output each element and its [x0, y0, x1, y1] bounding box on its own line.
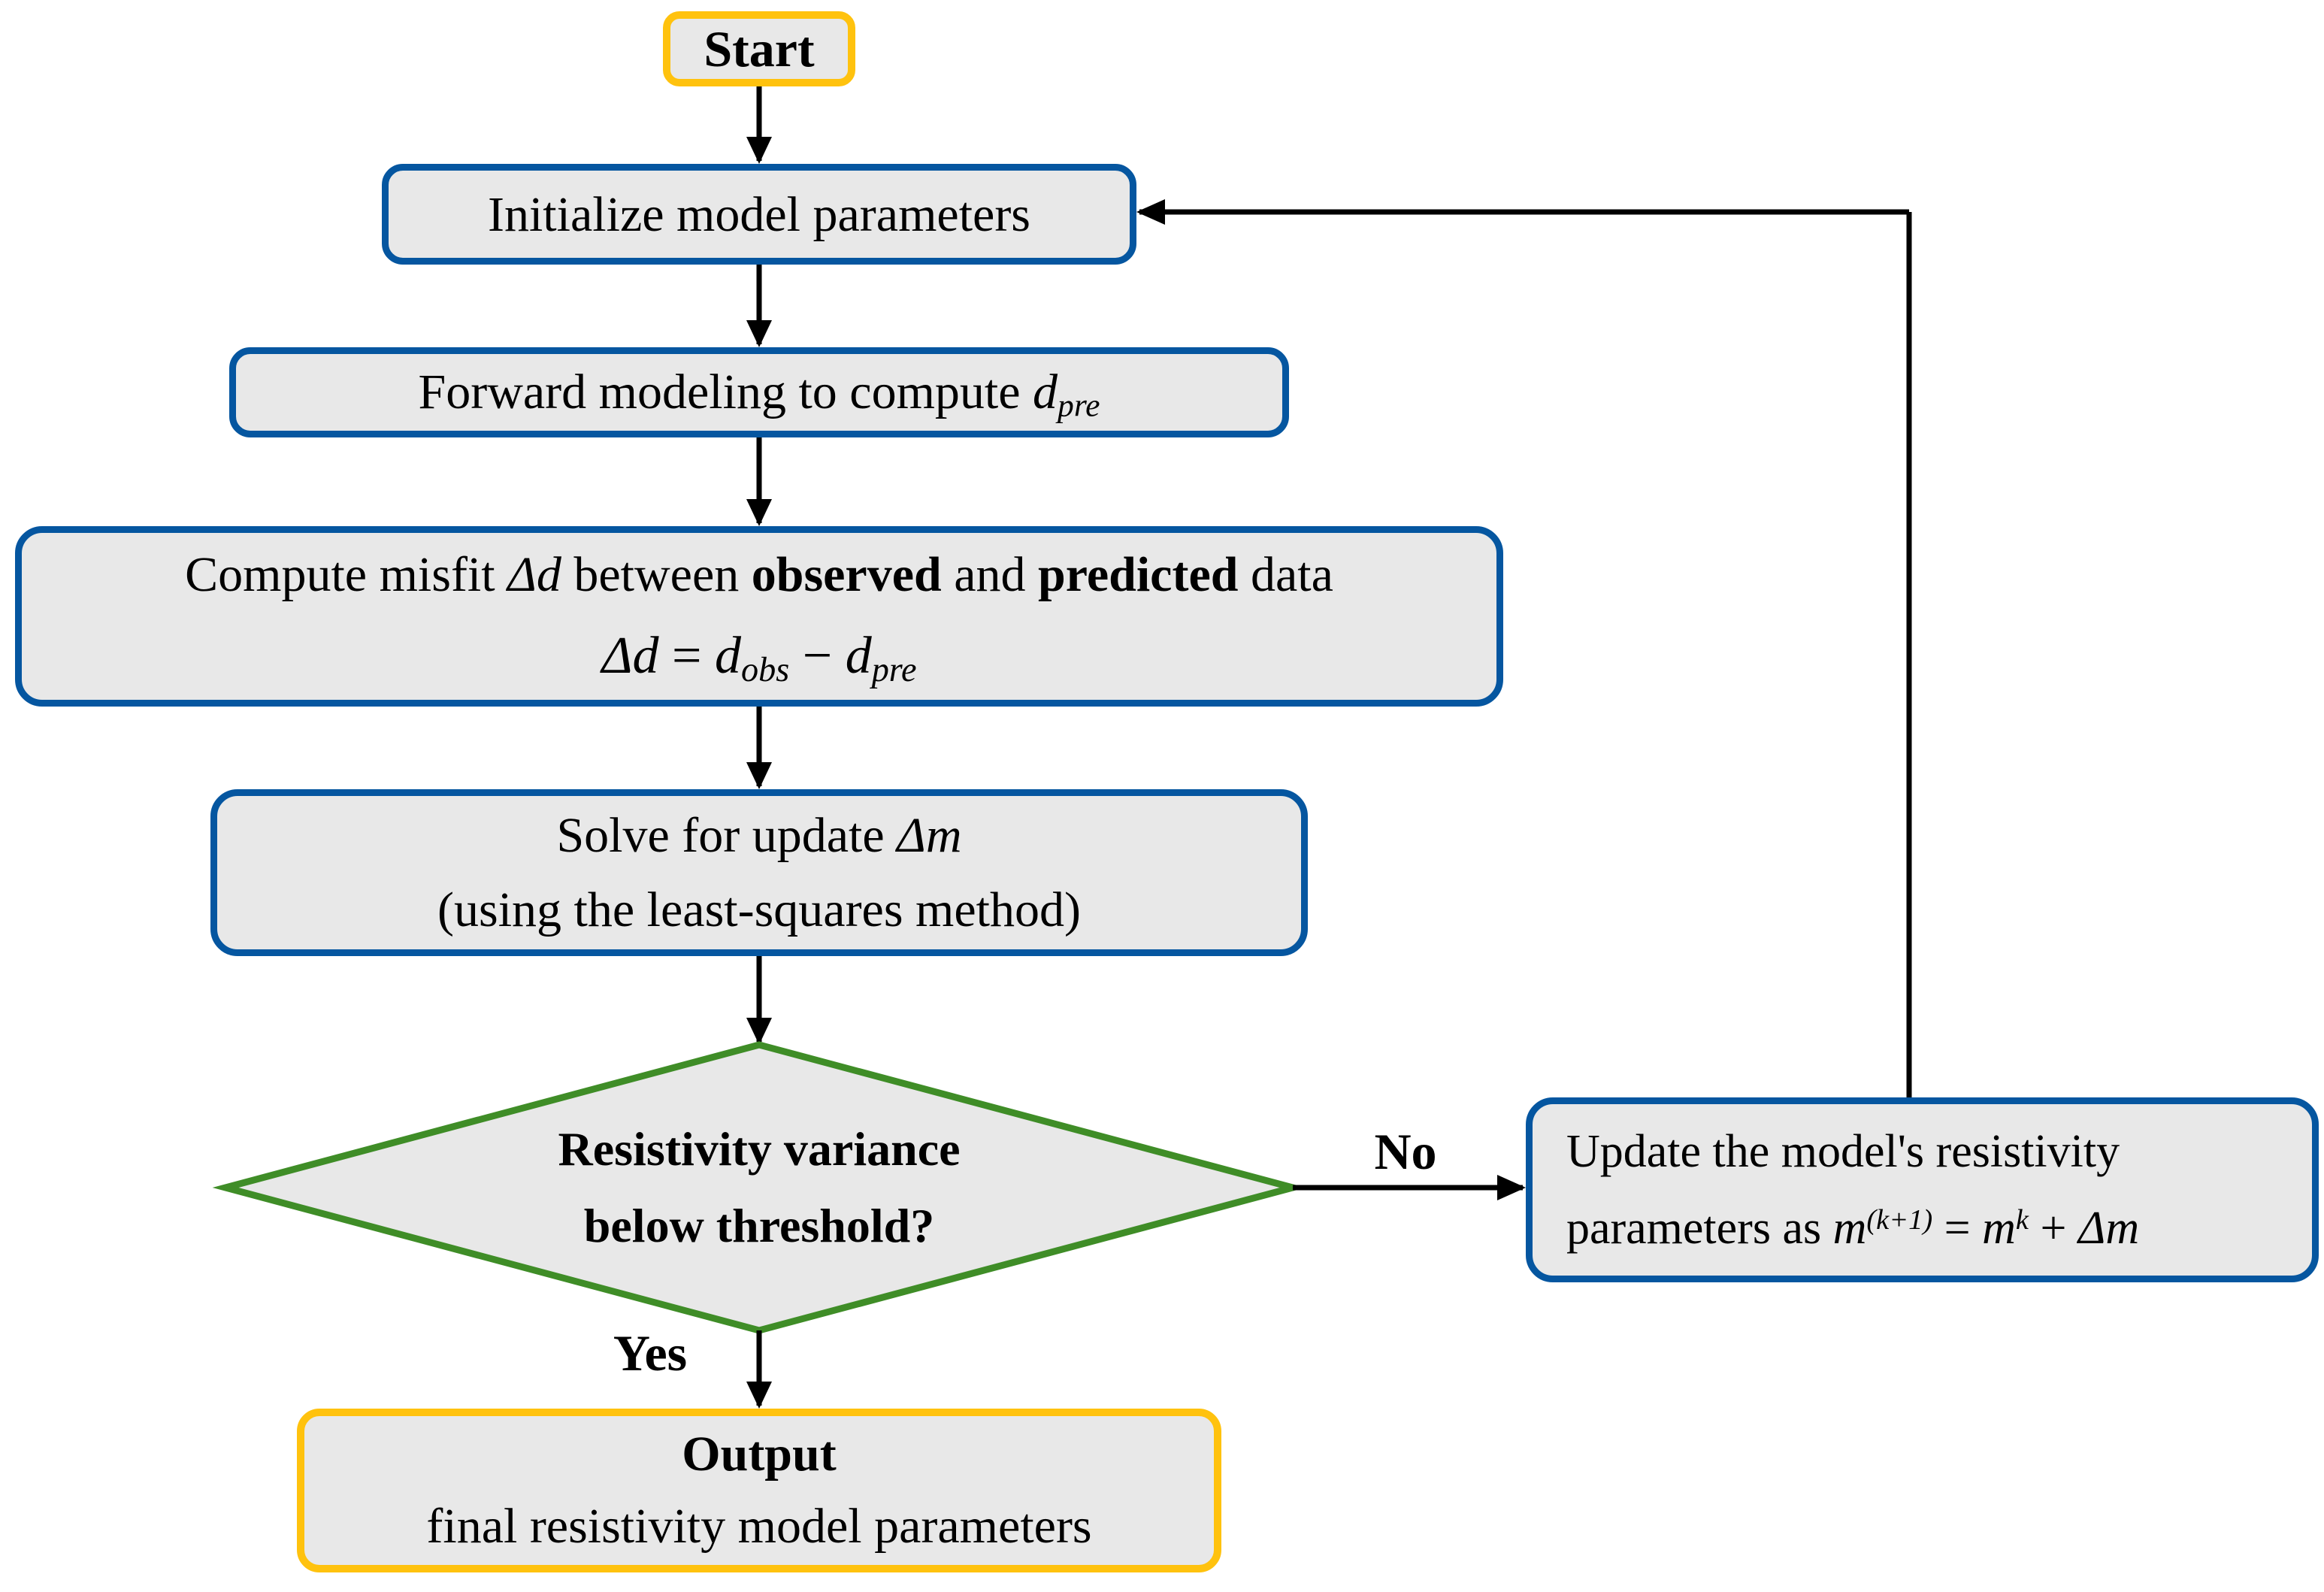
output-title: Output	[682, 1427, 837, 1482]
formula-d-obs: d	[715, 626, 742, 685]
solve-text: Solve for update	[556, 808, 897, 863]
arrowhead-solve-decision	[746, 1018, 772, 1045]
node-initialize: Initialize model parameters	[382, 164, 1136, 265]
forward-modeling-text: Forward modeling to compute dpre	[419, 355, 1100, 431]
solve-delta-m: Δm	[897, 808, 962, 863]
update-plus: +	[2028, 1203, 2078, 1254]
node-decision: Resistivity variance below threshold?	[225, 1045, 1293, 1330]
forward-var-subscript: pre	[1058, 387, 1100, 424]
misfit-sentence: Compute misfit Δd between observed and p…	[185, 537, 1333, 612]
start-label: Start	[704, 20, 815, 77]
formula-d-pre: d	[845, 626, 872, 685]
update-sup-k1: (k+1)	[1866, 1203, 1933, 1236]
node-output: Output final resistivity model parameter…	[297, 1409, 1221, 1572]
edge-label-yes: Yes	[613, 1324, 688, 1382]
misfit-delta-d: Δd	[507, 546, 561, 602]
misfit-text-2: between	[561, 546, 752, 602]
node-solve-update: Solve for update Δm (using the least-squ…	[210, 789, 1308, 956]
misfit-text-4: data	[1238, 546, 1333, 602]
formula-sub-pre: pre	[871, 649, 917, 689]
node-update-parameters: Update the model's resistivity parameter…	[1526, 1097, 2319, 1282]
update-equals: =	[1932, 1203, 1983, 1254]
solve-line-2: (using the least-squares method)	[437, 882, 1081, 937]
solve-line-1: Solve for update Δm	[556, 798, 961, 873]
decision-line-2: below threshold?	[583, 1199, 935, 1252]
update-m-k1: m	[1832, 1203, 1867, 1254]
misfit-text-1: Compute misfit	[185, 546, 508, 602]
decision-line-1: Resistivity variance	[558, 1121, 961, 1176]
arrowhead-decision-update	[1497, 1175, 1526, 1200]
initialize-label: Initialize model parameters	[487, 186, 1030, 242]
arrowhead-decision-output	[746, 1382, 772, 1409]
formula-lhs: Δd	[601, 626, 659, 685]
misfit-observed-bold: observed	[751, 546, 942, 602]
arrowhead-forward-misfit	[746, 499, 772, 526]
arrowhead-initialize-forward	[746, 320, 772, 347]
edge-label-no: No	[1374, 1123, 1437, 1180]
update-sup-k: k	[2015, 1203, 2029, 1236]
output-line-2: final resistivity model parameters	[426, 1499, 1092, 1554]
node-compute-misfit: Compute misfit Δd between observed and p…	[15, 526, 1503, 707]
arrowhead-feedback-initialize	[1136, 199, 1165, 225]
node-start: Start	[663, 11, 855, 86]
formula-sub-obs: obs	[741, 649, 790, 689]
update-line-1: Update the model's resistivity	[1566, 1125, 2120, 1177]
arrowhead-misfit-solve	[746, 762, 772, 789]
misfit-predicted-bold: predicted	[1038, 546, 1239, 602]
update-text: parameters as	[1566, 1203, 1833, 1254]
formula-equals: =	[658, 626, 716, 685]
forward-text: Forward modeling to compute	[418, 364, 1033, 419]
arrowhead-start-initialize	[746, 137, 772, 164]
formula-minus: −	[789, 626, 846, 685]
update-line-2: parameters as m(k+1) = mk + Δm	[1566, 1190, 2139, 1267]
forward-var: d	[1033, 364, 1058, 419]
update-m-k: m	[1982, 1203, 2016, 1254]
misfit-text-3: and	[941, 546, 1039, 602]
update-delta-m: Δm	[2077, 1203, 2140, 1254]
node-forward-modeling: Forward modeling to compute dpre	[229, 347, 1289, 437]
misfit-formula: Δd = dobs − dpre	[601, 616, 916, 695]
